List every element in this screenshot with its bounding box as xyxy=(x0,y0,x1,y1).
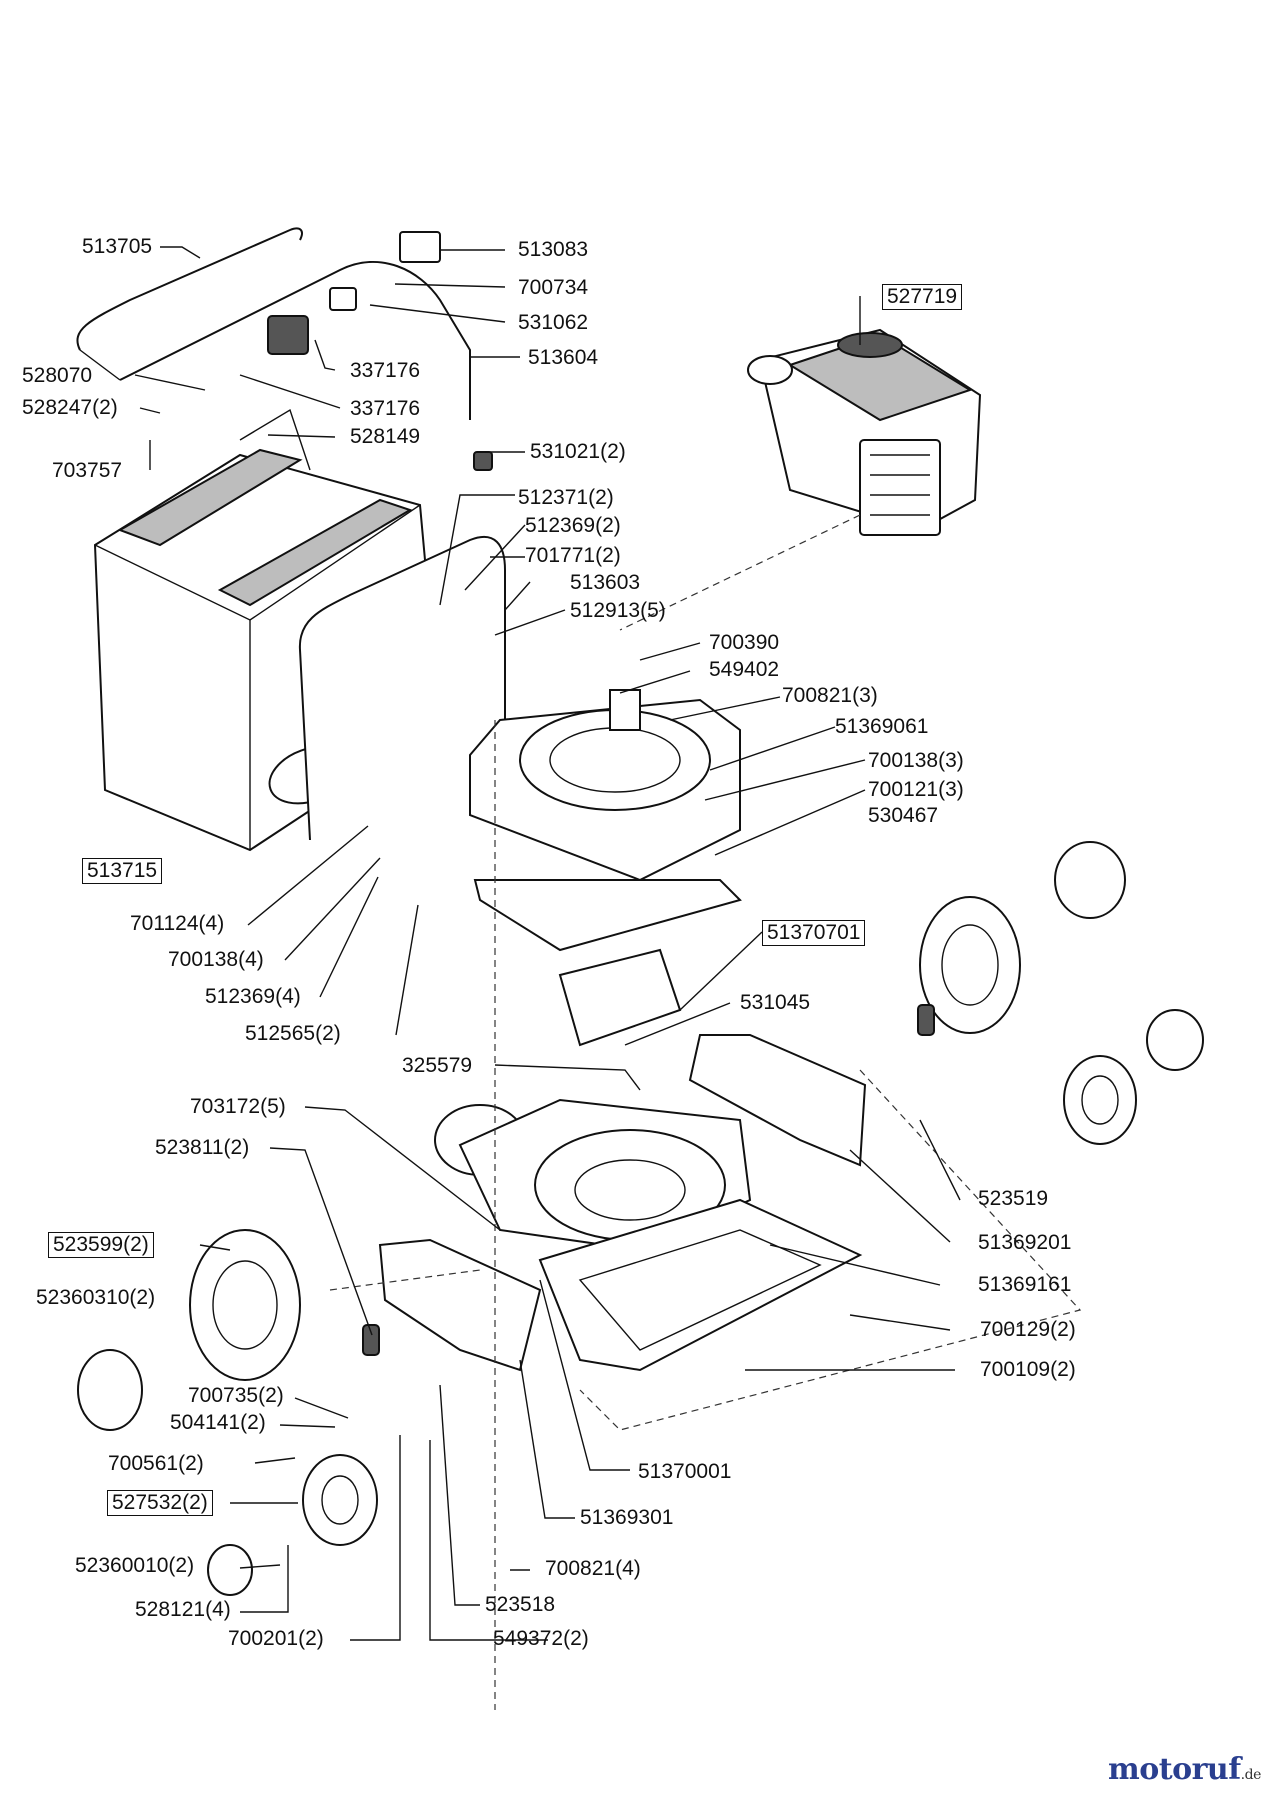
front-wheel-large xyxy=(189,1229,301,1381)
blower-deck xyxy=(434,1098,863,1372)
part-label-528070: 528070 xyxy=(22,364,93,387)
hub-caps xyxy=(77,841,1204,1596)
part-label-530467: 530467 xyxy=(868,804,939,827)
part-label-512371: 512371(2) xyxy=(518,486,614,509)
engine xyxy=(747,328,982,536)
part-label-513715: 513715 xyxy=(82,858,163,884)
part-label-700109: 700109(2) xyxy=(980,1358,1076,1381)
blower-housing-top xyxy=(469,689,741,882)
part-label-52360310: 52360310(2) xyxy=(36,1286,156,1309)
part-label-512369-top: 512369(2) xyxy=(525,514,621,537)
part-label-700735: 700735(2) xyxy=(188,1384,284,1407)
part-label-523811: 523811(2) xyxy=(155,1136,250,1159)
leader-lines xyxy=(134,246,961,1641)
part-label-700821-bottom: 700821(4) xyxy=(545,1557,641,1580)
part-label-700390: 700390 xyxy=(709,631,780,654)
part-label-700121: 700121(3) xyxy=(868,778,964,801)
part-label-700734: 700734 xyxy=(518,276,589,299)
part-label-51369061: 51369061 xyxy=(835,715,929,738)
part-label-528121: 528121(4) xyxy=(135,1598,231,1621)
part-label-549402: 549402 xyxy=(709,658,780,681)
part-label-513604: 513604 xyxy=(528,346,599,369)
motoruf-logo: motoruf.de xyxy=(1108,1752,1261,1787)
part-label-51369161: 51369161 xyxy=(978,1273,1072,1296)
part-label-512565: 512565(2) xyxy=(245,1022,341,1045)
part-label-701124: 701124(4) xyxy=(130,912,225,935)
part-label-700201: 700201(2) xyxy=(228,1627,324,1650)
axle-bracket-left xyxy=(378,1238,542,1372)
part-label-51370001: 51370001 xyxy=(638,1460,732,1483)
part-label-531045: 531045 xyxy=(740,991,811,1014)
lower-handle xyxy=(298,535,506,841)
part-label-700821-top: 700821(3) xyxy=(782,684,878,707)
rear-wheel-small xyxy=(1063,1055,1137,1145)
logo-tld: .de xyxy=(1240,1767,1262,1783)
logo-brand: motoruf xyxy=(1108,1752,1241,1787)
part-label-51369201: 51369201 xyxy=(978,1231,1072,1254)
part-label-523519: 523519 xyxy=(978,1187,1049,1210)
part-label-513083: 513083 xyxy=(518,238,589,261)
part-label-700138-bottom: 700138(4) xyxy=(168,948,264,971)
scroll-plate xyxy=(473,879,742,952)
part-label-531021: 531021(2) xyxy=(530,440,626,463)
part-label-51369301: 51369301 xyxy=(580,1506,674,1529)
part-label-523599: 523599(2) xyxy=(48,1232,154,1258)
part-label-512913: 512913(5) xyxy=(570,599,666,622)
part-label-512369-bottom: 512369(4) xyxy=(205,985,301,1008)
part-label-325579: 325579 xyxy=(402,1054,473,1077)
part-label-700561: 700561(2) xyxy=(108,1452,204,1475)
clamp-knob xyxy=(473,451,493,471)
part-label-701771: 701771(2) xyxy=(525,544,621,567)
part-label-549372: 549372(2) xyxy=(493,1627,589,1650)
part-label-527532: 527532(2) xyxy=(107,1490,213,1516)
part-label-703172: 703172(5) xyxy=(190,1095,286,1118)
part-label-523518: 523518 xyxy=(485,1593,556,1616)
part-label-337176-upper: 337176 xyxy=(350,359,421,382)
axle-bracket-right xyxy=(688,1034,867,1167)
height-adjust-levers xyxy=(362,1004,935,1356)
part-label-513705: 513705 xyxy=(82,235,153,258)
front-wheel-small xyxy=(302,1454,378,1546)
part-label-337176-lower: 337176 xyxy=(350,397,421,420)
part-label-700129: 700129(2) xyxy=(980,1318,1076,1341)
part-label-52360010: 52360010(2) xyxy=(75,1554,195,1577)
part-label-527719: 527719 xyxy=(882,284,963,310)
part-label-513603: 513603 xyxy=(570,571,641,594)
part-label-528149: 528149 xyxy=(350,425,421,448)
part-label-504141: 504141(2) xyxy=(170,1411,266,1434)
part-label-51370701: 51370701 xyxy=(762,920,866,946)
part-label-531062: 531062 xyxy=(518,311,589,334)
part-label-528247: 528247(2) xyxy=(22,396,118,419)
rear-wheel-large xyxy=(919,896,1021,1034)
part-label-703757: 703757 xyxy=(52,459,123,482)
part-label-700138-top: 700138(3) xyxy=(868,749,964,772)
control-box xyxy=(267,231,441,355)
